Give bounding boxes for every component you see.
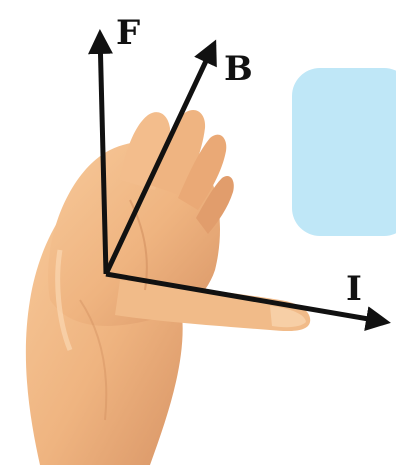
blue-panel — [292, 68, 396, 236]
current-arrow — [105, 271, 391, 331]
force-arrow — [88, 29, 113, 275]
vector-arrows — [88, 29, 391, 331]
hand-illustration — [25, 109, 311, 465]
magnetic-field-label: B — [224, 49, 253, 89]
force-label: F — [116, 13, 140, 53]
current-label: I — [346, 269, 362, 309]
magnetic-field-arrow — [103, 39, 217, 276]
